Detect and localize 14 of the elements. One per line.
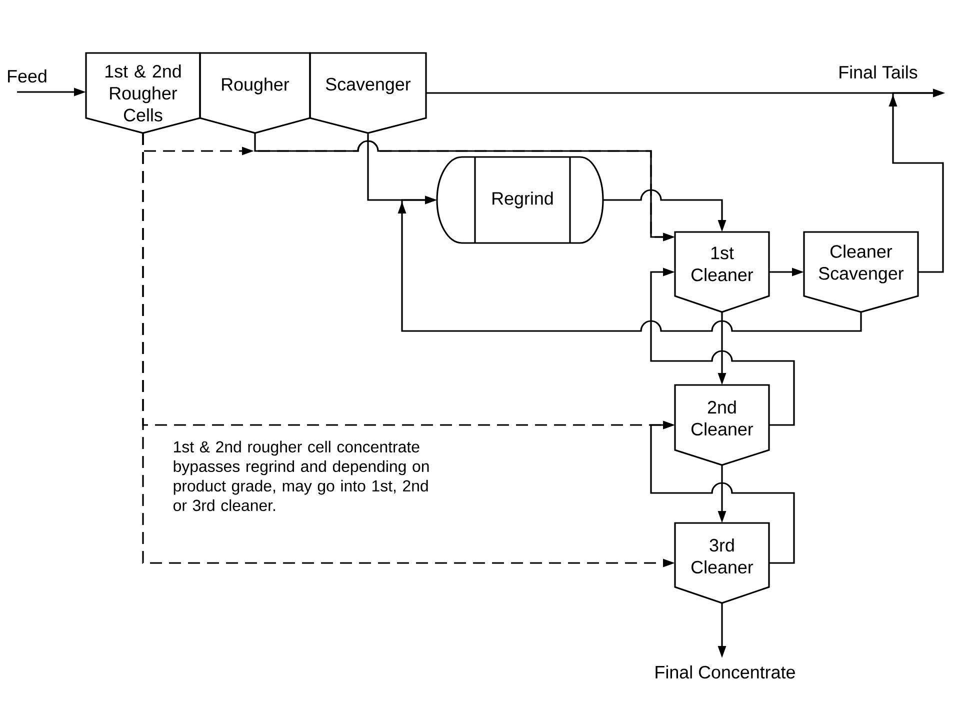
flotation-cell: 2nd Cleaner [674,384,770,466]
mill-drum: Regrind [436,156,604,244]
stream-label: Final Tails [840,65,918,79]
stream-label: Feed [8,69,46,83]
flotation-cell: Cleaner Scavenger [803,231,919,313]
flotation-cell: 1st & 2nd Rougher Cells [85,52,201,134]
flotation-cell: Scavenger [309,52,427,134]
flotation-cell: Rougher [199,52,311,134]
flotation-cell: 1st Cleaner [674,231,770,313]
stream-label: Final Concentrate [656,665,795,679]
flotation-cell: 3rd Cleaner [674,522,770,604]
note-text: 1st & 2nd rougher cell concentrate bypasses regrind and depending on product grade, may go into 1st, 2nd or 3rd cleaner. [173,440,429,512]
arrow [398,196,862,332]
arrow [650,268,795,426]
